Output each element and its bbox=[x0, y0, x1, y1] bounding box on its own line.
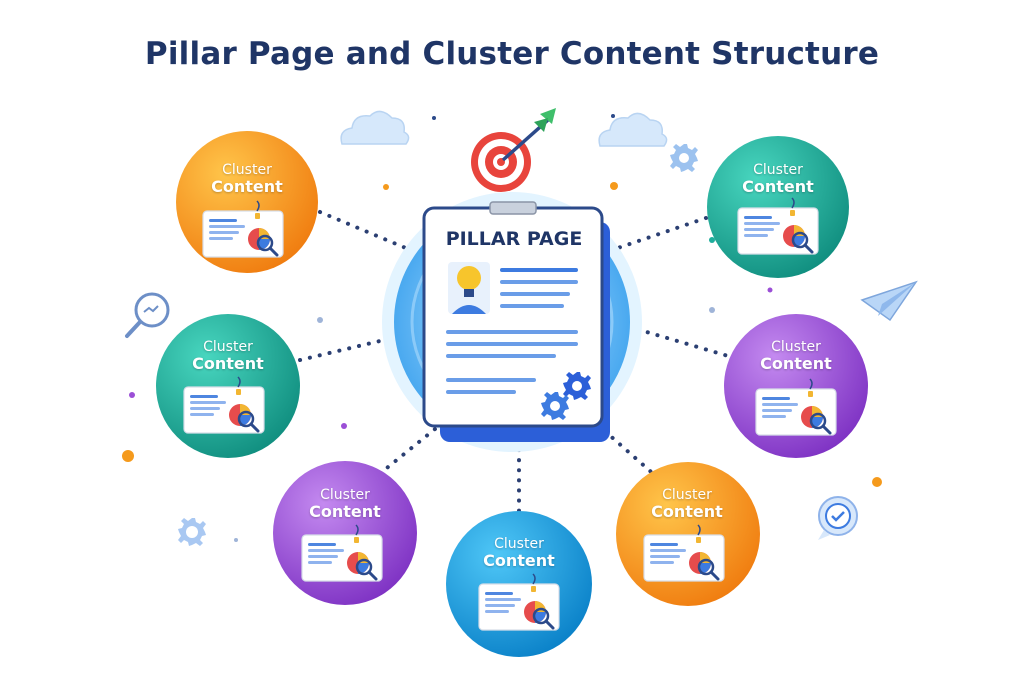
diagram-title: Pillar Page and Cluster Content Structur… bbox=[144, 36, 880, 72]
connector-mid-left bbox=[298, 338, 386, 362]
clip-icon bbox=[489, 201, 537, 215]
cluster-label: Cluster Content bbox=[760, 339, 832, 374]
cluster-node bbox=[176, 131, 318, 273]
connector-lines bbox=[298, 210, 737, 514]
cloud-icon bbox=[340, 110, 410, 145]
cluster-node bbox=[446, 511, 592, 657]
cluster-node bbox=[616, 462, 760, 606]
cluster-node bbox=[156, 314, 300, 458]
connector-mid-right bbox=[638, 328, 737, 360]
paper-plane-icon bbox=[860, 280, 918, 322]
check-bubble-icon bbox=[818, 496, 858, 540]
cluster-node bbox=[724, 314, 868, 458]
connector-top-left bbox=[318, 210, 422, 256]
connector-bottom-right bbox=[596, 423, 660, 480]
cluster-node bbox=[707, 136, 849, 278]
cluster-label: Cluster Content bbox=[483, 536, 555, 571]
magnifier-icon bbox=[125, 292, 170, 338]
pillar-page-document bbox=[422, 201, 610, 442]
pillar-page-label: PILLAR PAGE bbox=[445, 228, 583, 250]
cluster-label: Cluster Content bbox=[651, 487, 723, 522]
cluster-label: Cluster Content bbox=[192, 339, 264, 374]
lightbulb-icon bbox=[448, 262, 490, 314]
cluster-label: Cluster Content bbox=[309, 487, 381, 522]
cluster-label: Cluster Content bbox=[211, 162, 283, 197]
cluster-label: Cluster Content bbox=[742, 162, 814, 197]
cloud-icon bbox=[598, 112, 668, 147]
connector-top-right bbox=[610, 216, 708, 252]
target-icon bbox=[471, 108, 556, 192]
cluster-node bbox=[273, 461, 417, 605]
